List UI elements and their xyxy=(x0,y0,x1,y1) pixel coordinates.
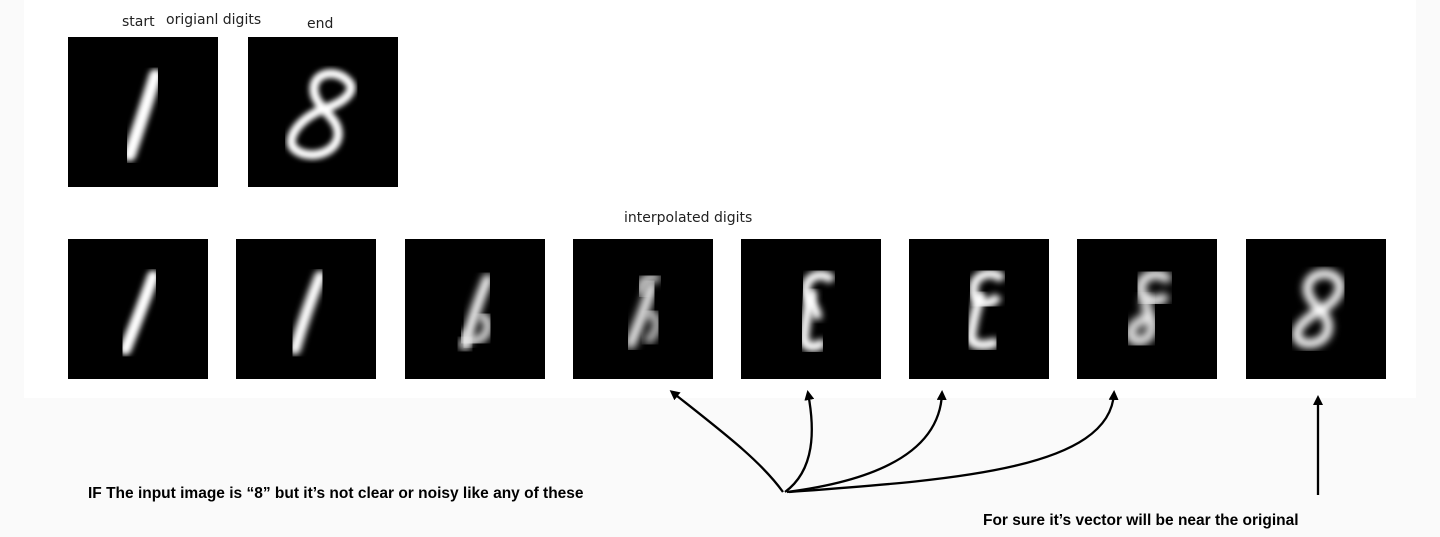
arrow-to-frame-7 xyxy=(788,390,1119,494)
interp-frame-3 xyxy=(405,239,545,379)
clear-input-caption: For sure it’s vector will be near the or… xyxy=(983,512,1299,529)
interp-frame-1 xyxy=(68,239,208,379)
interp-frame-6 xyxy=(909,239,1049,379)
interp-frame-2 xyxy=(236,239,376,379)
arrow-to-frame-6 xyxy=(786,390,947,494)
start-digit-tile xyxy=(68,37,218,187)
start-label: start xyxy=(122,14,155,30)
original-digits-title: origianl digits xyxy=(166,12,262,28)
interp-frame-8 xyxy=(1246,239,1386,379)
arrow-to-frame-4 xyxy=(669,390,784,493)
interp-frame-4 xyxy=(573,239,713,379)
interpolated-digits-title: interpolated digits xyxy=(624,210,753,226)
interp-frame-5 xyxy=(741,239,881,379)
noisy-input-caption: IF The input image is “8” but it’s not c… xyxy=(88,485,584,502)
end-digit-tile xyxy=(248,37,398,187)
end-label: end xyxy=(307,16,334,32)
arrow-to-frame-5 xyxy=(784,390,815,493)
interp-frame-7 xyxy=(1077,239,1217,379)
